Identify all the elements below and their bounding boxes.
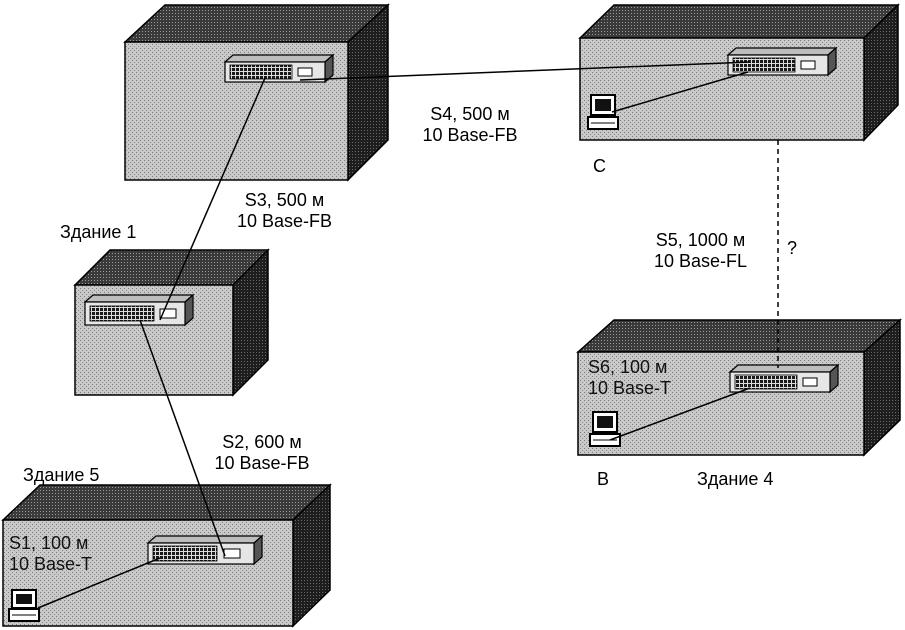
link-s6-label: S6, 100 м 10 Base-T xyxy=(588,357,671,399)
building-4-label: Здание 4 xyxy=(697,469,774,489)
building-1-box xyxy=(123,3,390,182)
hub-building-c xyxy=(726,46,838,77)
link-s2-label: S2, 600 м 10 Base-FB xyxy=(197,432,327,474)
computer-station-c-icon xyxy=(587,94,619,130)
link-s1-label: S1, 100 м 10 Base-T xyxy=(9,533,92,575)
link-s4-cable xyxy=(299,61,751,81)
link-s3-line1: S3, 500 м xyxy=(244,190,325,210)
building-5-label: Здание 5 xyxy=(23,465,100,485)
link-s4-label: S4, 500 м 10 Base-FB xyxy=(405,104,535,146)
link-s4-line1: S4, 500 м xyxy=(430,104,510,124)
computer-building-5-icon xyxy=(8,589,40,622)
computer-station-b-icon xyxy=(589,411,621,447)
link-s6-cable xyxy=(609,387,751,441)
building-1-label: Здание 1 xyxy=(60,222,137,242)
hub-building-1 xyxy=(223,53,335,84)
link-s6-line2: 10 Base-T xyxy=(588,378,672,398)
link-s6-line1: S6, 100 м xyxy=(588,357,668,377)
link-c-cable xyxy=(611,71,749,113)
link-s1-cable xyxy=(37,557,161,609)
building-4-box xyxy=(576,318,902,457)
hub-building-1-annex xyxy=(83,293,195,327)
link-s3-cable xyxy=(159,77,266,321)
link-s3-line2: 10 Base-FB xyxy=(236,211,333,231)
hub-building-5 xyxy=(146,534,264,566)
link-s3-label: S3, 500 м 10 Base-FB xyxy=(222,190,347,232)
link-s5-line2: 10 Base-FL xyxy=(653,251,748,271)
link-s4-line2: 10 Base-FB xyxy=(422,125,518,145)
station-b-label: B xyxy=(597,469,610,489)
link-s1-line1: S1, 100 м xyxy=(9,533,89,553)
hub-building-4 xyxy=(728,363,840,394)
link-s5-question-mark: ? xyxy=(787,238,798,258)
link-s2-line1: S2, 600 м xyxy=(222,432,302,452)
link-s1-line2: 10 Base-T xyxy=(9,554,93,574)
link-s5-label: S5, 1000 м 10 Base-FL xyxy=(638,230,763,272)
station-c-label: C xyxy=(593,156,606,176)
link-s2-cable xyxy=(139,319,226,557)
link-s5-line1: S5, 1000 м xyxy=(655,230,746,250)
link-s2-line2: 10 Base-FB xyxy=(214,453,310,473)
